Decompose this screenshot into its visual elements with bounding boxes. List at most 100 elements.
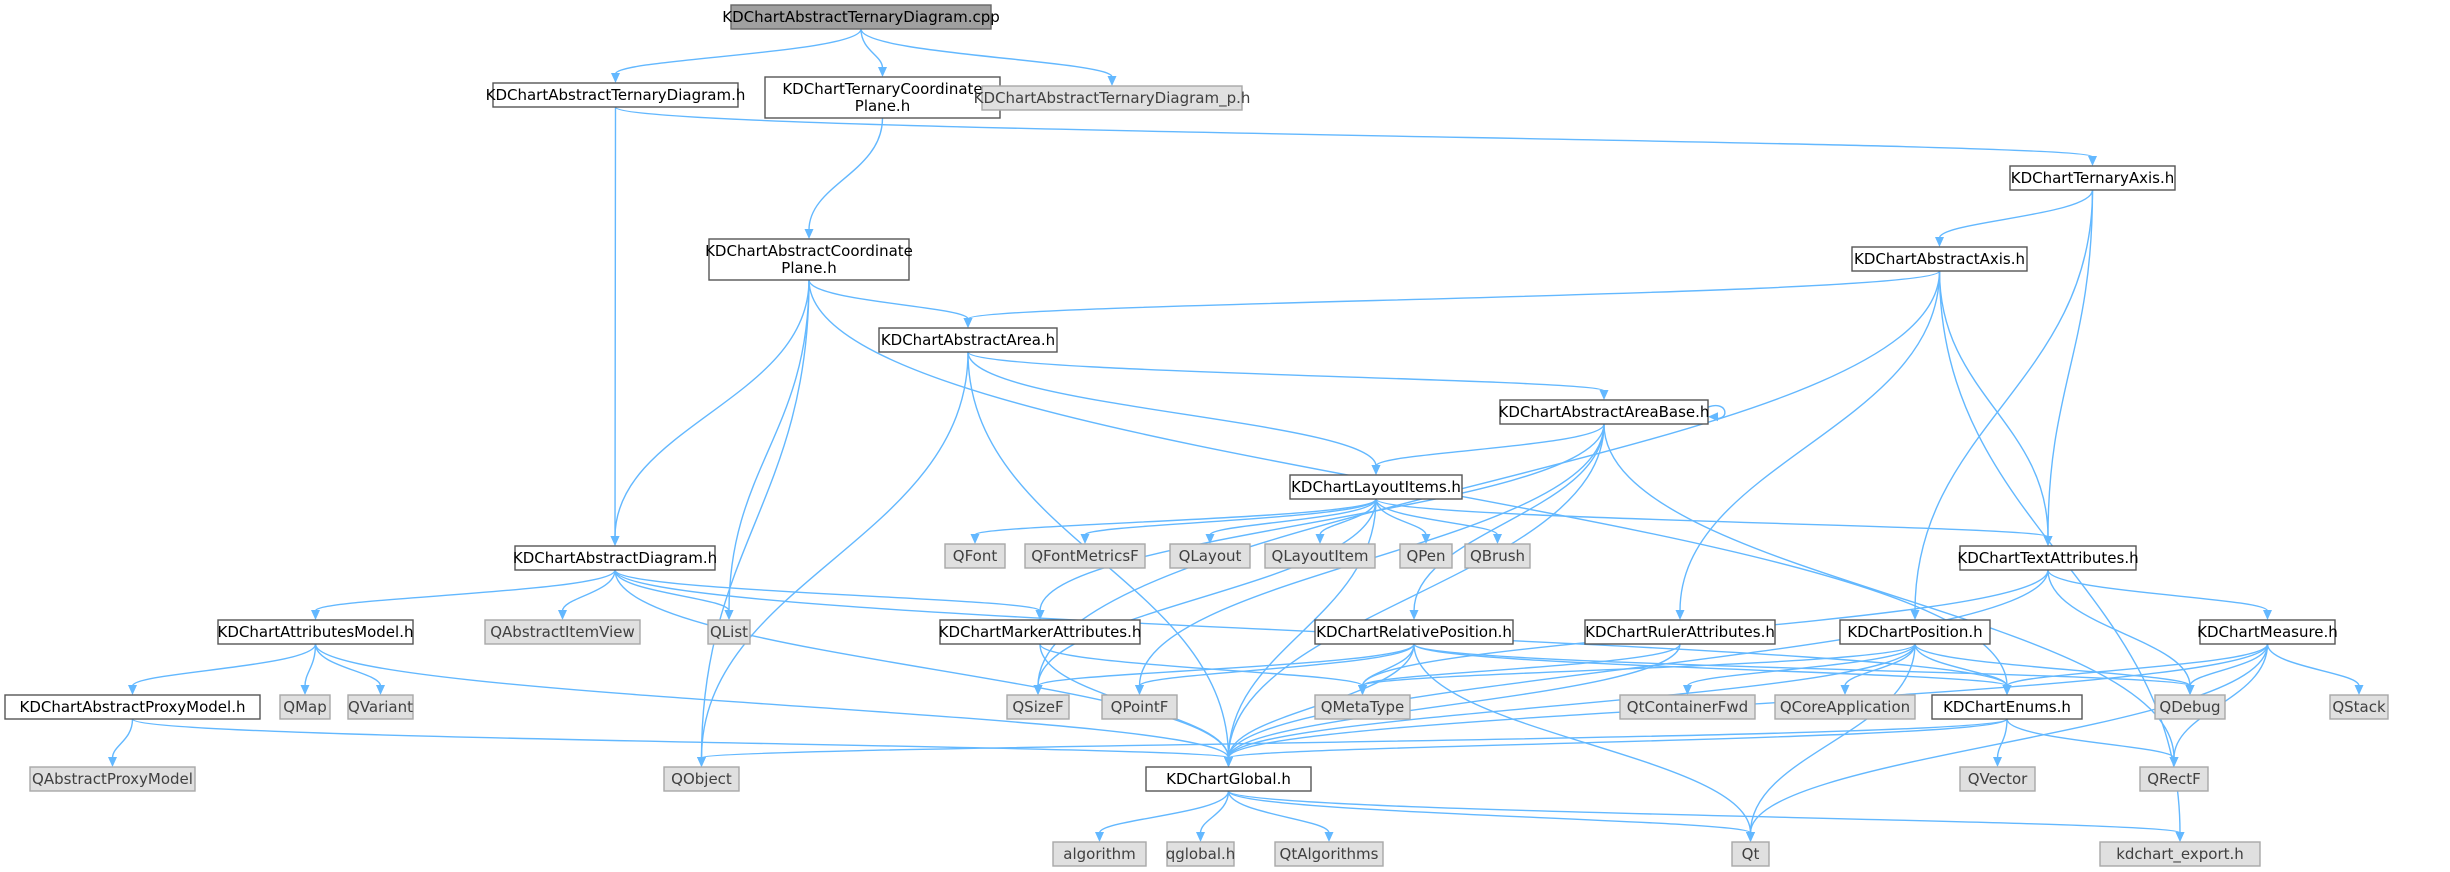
node-me-h[interactable]: KDChartMeasure.h: [2197, 619, 2338, 645]
node-label: KDChartAbstractAreaBase.h: [1499, 403, 1710, 421]
node-am-h[interactable]: KDChartAttributesModel.h: [217, 619, 414, 645]
edge-am-h-to-QVariant: [314, 643, 382, 687]
node-root[interactable]: KDChartAbstractTernaryDiagram.cpp: [722, 4, 1000, 30]
node-QVariant[interactable]: QVariant: [347, 694, 414, 720]
node-QVector[interactable]: QVector: [1959, 766, 2036, 792]
node-aar-h[interactable]: KDChartAbstractArea.h: [878, 327, 1058, 353]
edge-li-h-to-QPen: [1375, 498, 1427, 536]
edge-tcp-h-to-acp-h: [808, 117, 884, 231]
node-box: [1399, 543, 1453, 569]
node-rp-h[interactable]: KDChartRelativePosition.h: [1314, 619, 1514, 645]
edge-ma-h-to-QMetaType: [1039, 643, 1364, 687]
node-ad-h[interactable]: KDChartAbstractDiagram.h: [513, 545, 717, 571]
node-ta-h[interactable]: KDChartTextAttributes.h: [1957, 545, 2139, 571]
edge-ad-h-to-en-h: [614, 569, 2008, 687]
node-box: [2329, 694, 2389, 720]
node-tax-h[interactable]: KDChartTernaryAxis.h: [2009, 165, 2176, 191]
node-box: [944, 543, 1006, 569]
edge-li-h-to-QLayoutItem: [1319, 498, 1377, 536]
edge-tax-h-to-aax-h: [1938, 189, 2094, 239]
edge-pos-h-to-QtContainerFwd: [1686, 643, 1916, 687]
node-QPointF[interactable]: QPointF: [1101, 694, 1178, 720]
node-QStack[interactable]: QStack: [2329, 694, 2389, 720]
arrowhead: [724, 610, 734, 620]
arrowhead: [1910, 610, 1920, 620]
node-atd-h[interactable]: KDChartAbstractTernaryDiagram.h: [486, 82, 746, 108]
arrowhead: [1935, 237, 1944, 247]
edge-ta-h-to-QDebug: [2047, 569, 2191, 687]
edge-ad-h-to-ma-h: [614, 569, 1041, 612]
edge-aax-h-to-ta-h: [1938, 270, 2049, 538]
node-QObject[interactable]: QObject: [663, 766, 740, 792]
node-QDebug[interactable]: QDebug: [2154, 694, 2226, 720]
node-QMap[interactable]: QMap: [279, 694, 331, 720]
arrowhead: [1358, 685, 1367, 695]
edge-en-h-to-QObject: [700, 718, 2008, 759]
edge-me-h-to-QDebug: [2189, 643, 2269, 687]
node-ra-h[interactable]: KDChartRulerAttributes.h: [1584, 619, 1776, 645]
node-QRectF[interactable]: QRectF: [2139, 766, 2209, 792]
edge-me-h-to-en-h: [2006, 643, 2269, 687]
node-li-h[interactable]: KDChartLayoutItems.h: [1289, 474, 1463, 500]
node-QMetaType[interactable]: QMetaType: [1314, 694, 1411, 720]
node-box: [492, 82, 739, 108]
node-label: QFont: [953, 547, 998, 565]
node-QLayoutItem[interactable]: QLayoutItem: [1264, 543, 1376, 569]
node-gl-h[interactable]: KDChartGlobal.h: [1145, 766, 1312, 792]
node-QCoreApplication[interactable]: QCoreApplication: [1774, 694, 1916, 720]
arrowhead: [697, 757, 706, 767]
node-label: KDChartAbstractTernaryDiagram.h: [486, 86, 746, 104]
edge-me-h-to-QStack: [2266, 643, 2360, 687]
node-kdexp[interactable]: kdchart_export.h: [2099, 841, 2261, 867]
node-label: KDChartAbstractProxyModel.h: [20, 698, 246, 716]
edge-ra-h-to-gl-h: [1227, 643, 1681, 759]
node-box: [1024, 543, 1146, 569]
node-QPen[interactable]: QPen: [1399, 543, 1453, 569]
node-label: KDChartAbstractTernaryDiagram.cpp: [722, 8, 1000, 26]
node-box: [279, 694, 331, 720]
node-QFontMetricsF[interactable]: QFontMetricsF: [1024, 543, 1146, 569]
node-label: QStack: [2332, 698, 2386, 716]
node-Qt[interactable]: Qt: [1731, 841, 1770, 867]
node-algorithm[interactable]: algorithm: [1052, 841, 1147, 867]
edge-ad-h-to-gl-h: [614, 569, 1230, 759]
node-aax-h[interactable]: KDChartAbstractAxis.h: [1851, 246, 2028, 272]
node-en-h[interactable]: KDChartEnums.h: [1931, 694, 2083, 720]
node-QtAlgorithms[interactable]: QtAlgorithms: [1274, 841, 1384, 867]
node-QAbstractItemView[interactable]: QAbstractItemView: [484, 619, 641, 645]
node-QLayout[interactable]: QLayout: [1169, 543, 1251, 569]
node-label: KDChartAbstractDiagram.h: [513, 549, 717, 567]
node-label: KDChartEnums.h: [1943, 698, 2071, 716]
arrowhead: [1493, 534, 1502, 544]
node-QSizeF[interactable]: QSizeF: [1006, 694, 1070, 720]
node-apm-h[interactable]: KDChartAbstractProxyModel.h: [4, 694, 261, 720]
node-atd-p[interactable]: KDChartAbstractTernaryDiagram_p.h: [974, 85, 1251, 111]
node-box: [2199, 619, 2336, 645]
node-aab-h[interactable]: KDChartAbstractAreaBase.h: [1499, 399, 1710, 425]
node-box: [939, 619, 1141, 645]
node-QtContainerFwd[interactable]: QtContainerFwd: [1619, 694, 1756, 720]
edge-apm-h-to-QAbstractProxyModel: [111, 718, 134, 759]
edge-rp-h-to-en-h: [1413, 643, 2008, 687]
node-QBrush[interactable]: QBrush: [1464, 543, 1531, 569]
node-QList[interactable]: QList: [707, 619, 751, 645]
node-QAbstractProxyModel[interactable]: QAbstractProxyModel: [29, 766, 196, 792]
node-QFont[interactable]: QFont: [944, 543, 1006, 569]
edge-acp-h-to-aar-h: [808, 279, 969, 320]
arrowhead: [2169, 757, 2179, 767]
edge-li-h-to-QBrush: [1375, 498, 1499, 536]
edge-apm-h-to-gl-h: [131, 718, 1230, 759]
node-label: KDChartAbstractAxis.h: [1854, 250, 2025, 268]
edge-gl-h-to-algorithm: [1098, 790, 1230, 834]
node-label: KDChartRelativePosition.h: [1316, 623, 1512, 641]
edge-en-h-to-QVector: [1996, 718, 2008, 759]
arrowhead: [878, 67, 887, 77]
node-qglobal-h[interactable]: qglobal.h: [1166, 841, 1236, 867]
node-pos-h[interactable]: KDChartPosition.h: [1839, 619, 1991, 645]
nodes: KDChartAbstractTernaryDiagram.cppKDChart…: [4, 4, 2389, 867]
node-ma-h[interactable]: KDChartMarkerAttributes.h: [939, 619, 1142, 645]
node-box: [663, 766, 740, 792]
node-box: [878, 327, 1058, 353]
